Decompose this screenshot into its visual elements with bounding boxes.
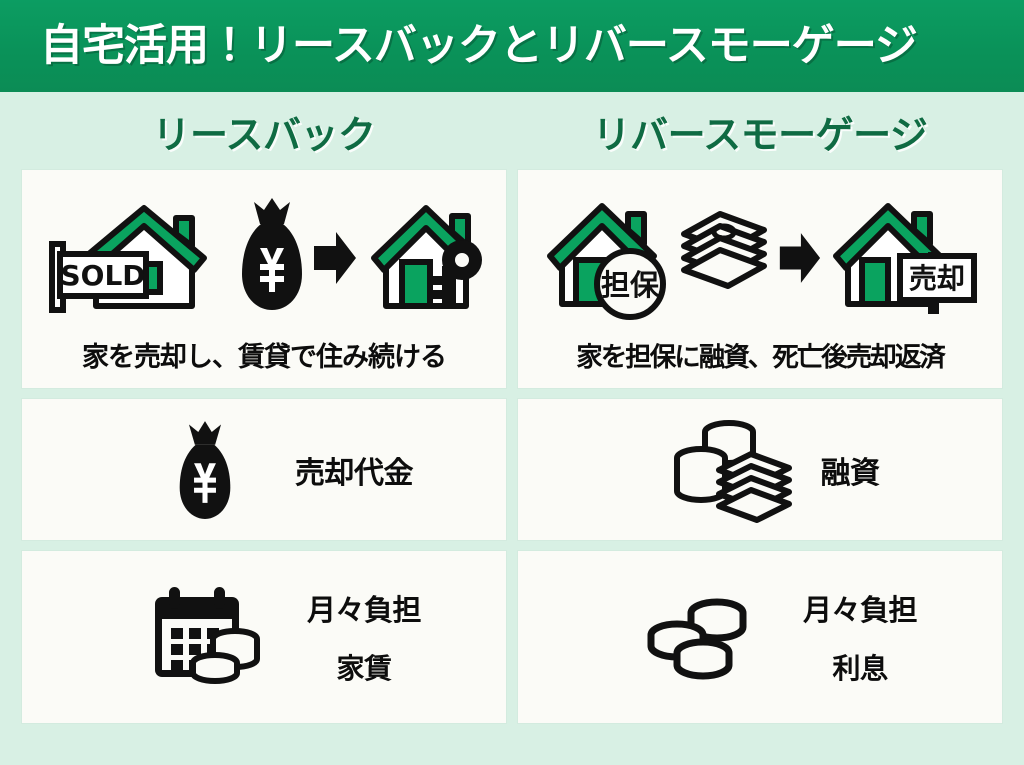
burden-text-reverse-mortgage: 月々負担 利息 xyxy=(802,587,918,687)
house-for-sale-sign-icon: 売却 xyxy=(833,202,977,314)
caption-leaseback-flow: 家を売却し、賃貸で住み続ける xyxy=(82,341,447,373)
sold-sign-label: SOLD xyxy=(60,259,145,292)
card-reverse-mortgage-burden: 月々負担 利息 xyxy=(518,551,1002,723)
flow-diagram-reverse-mortgage: 担保 xyxy=(542,183,978,333)
house-collateral-icon: 担保 xyxy=(547,202,666,320)
value-reverse-mortgage-burden: 利息 xyxy=(832,652,888,685)
column-leaseback: リースバック xyxy=(22,92,506,735)
heading-reverse-mortgage-burden: 月々負担 xyxy=(802,593,918,627)
column-title-leaseback: リースバック xyxy=(152,112,376,157)
collateral-badge-label: 担保 xyxy=(601,268,660,302)
money-bag-yen-icon xyxy=(115,416,295,524)
value-leaseback-burden: 家賃 xyxy=(336,652,392,685)
house-key-icon xyxy=(371,204,482,309)
column-title-reverse-mortgage: リバースモーゲージ xyxy=(592,112,928,157)
calendar-coins-icon xyxy=(107,581,307,693)
arrow-right-icon xyxy=(779,232,821,283)
coins-cash-icon xyxy=(641,414,821,526)
money-bag-yen-icon xyxy=(242,197,302,310)
card-reverse-mortgage-flow: 担保 xyxy=(518,170,1002,388)
card-leaseback-burden: 月々負担 家賃 xyxy=(22,551,506,723)
banner: 自宅活用！リースバックとリバースモーゲージ xyxy=(0,0,1024,92)
comparison-columns: リースバック xyxy=(0,92,1024,765)
arrow-right-icon xyxy=(314,231,356,284)
page-title: 自宅活用！リースバックとリバースモーゲージ xyxy=(40,20,918,71)
for-sale-sign-label: 売却 xyxy=(909,262,965,295)
burden-text-leaseback: 月々負担 家賃 xyxy=(306,587,422,687)
coins-scattered-icon xyxy=(603,587,803,687)
caption-reverse-mortgage-flow: 家を担保に融資、死亡後売却返済 xyxy=(576,341,945,373)
flow-diagram-leaseback: SOLD xyxy=(34,183,494,333)
cash-stack-icon xyxy=(681,210,767,289)
card-leaseback-amount: 売却代金 xyxy=(22,399,506,540)
house-sold-sign-icon: SOLD xyxy=(49,204,207,313)
label-reverse-mortgage-amount: 融資 xyxy=(820,455,881,491)
column-reverse-mortgage: リバースモーゲージ 担保 xyxy=(518,92,1002,735)
card-reverse-mortgage-amount: 融資 xyxy=(518,399,1002,540)
card-leaseback-flow: SOLD xyxy=(22,170,506,388)
heading-leaseback-burden: 月々負担 xyxy=(306,593,422,627)
label-leaseback-amount: 売却代金 xyxy=(295,455,414,491)
